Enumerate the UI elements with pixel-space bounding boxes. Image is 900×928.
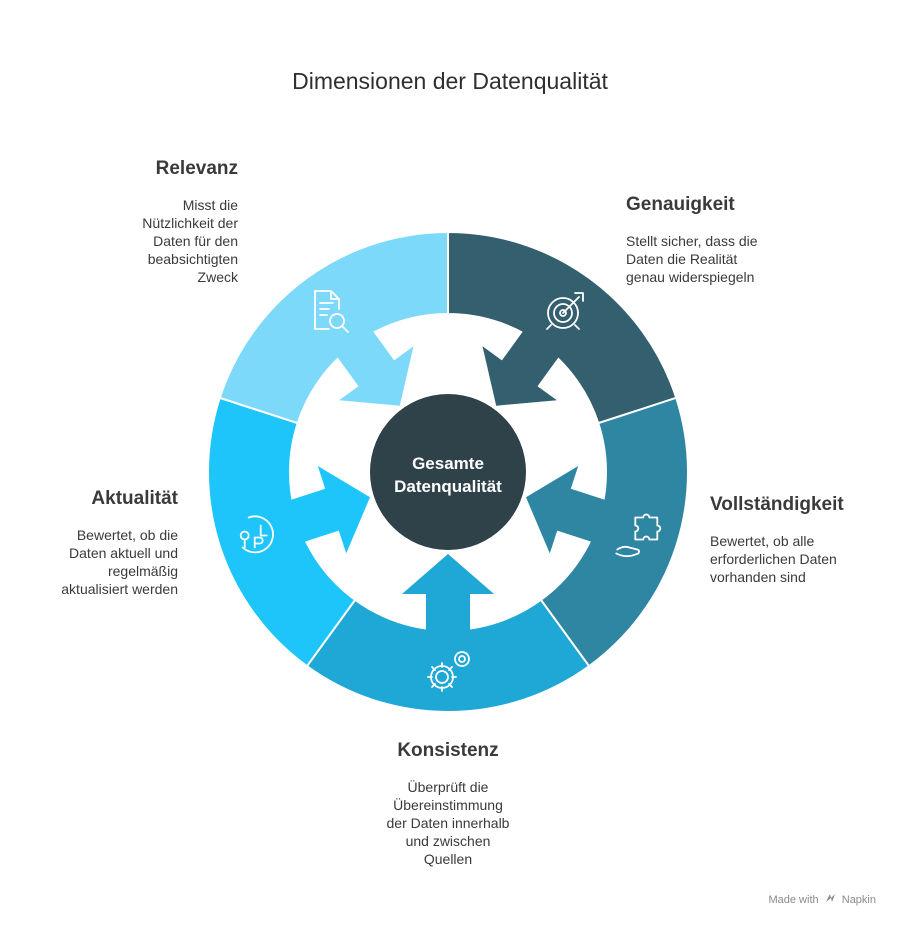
desc-line: Daten aktuell und (69, 545, 178, 561)
desc-line: Misst die (182, 197, 238, 213)
clock-pin-icon (239, 515, 274, 554)
segment-icons (239, 290, 662, 692)
arrow-vollstaendigkeit (526, 466, 607, 554)
desc-line: beabsichtigten (147, 251, 238, 267)
label-relevanz: Relevanz Misst die Nützlichkeit der Date… (60, 158, 238, 286)
label-relevanz-desc: Misst die Nützlichkeit der Daten für den… (60, 196, 238, 286)
ring-segment-konsistenz (305, 598, 591, 713)
arrow-konsistenz (402, 554, 494, 632)
desc-line: Quellen (423, 851, 473, 867)
arrow-genauigkeit (482, 329, 560, 406)
desc-line: Daten die Realität (626, 251, 738, 267)
document-search-icon (314, 290, 349, 333)
center-label-line2: Datenqualität (394, 477, 502, 496)
label-aktualitaet-title: Aktualität (91, 488, 178, 509)
label-genauigkeit-desc: Stellt sicher, dass die Daten die Realit… (626, 232, 856, 286)
desc-line: vorhanden sind (710, 569, 806, 585)
desc-line: Bewertet, ob alle (710, 533, 815, 549)
label-aktualitaet: Aktualität Bewertet, ob die Daten aktuel… (20, 488, 178, 598)
label-vollstaendigkeit-desc: Bewertet, ob alle erforderlichen Daten v… (710, 532, 890, 586)
desc-line: Bewertet, ob die (76, 527, 178, 543)
desc-line: erforderlichen Daten (710, 551, 837, 567)
gears-icon (427, 651, 470, 692)
desc-line: aktualisiert werden (61, 581, 178, 597)
footer-made-with: Made with (768, 894, 819, 906)
desc-line: Überprüft die (407, 779, 489, 795)
label-relevanz-title: Relevanz (155, 158, 238, 179)
label-vollstaendigkeit: Vollständigkeit Bewertet, ob alle erford… (710, 494, 890, 586)
arrow-aktualitaet (289, 466, 370, 554)
footer-credit: Made with Napkin (768, 893, 876, 906)
center-label-line1: Gesamte (412, 454, 484, 473)
label-vollstaendigkeit-title: Vollständigkeit (710, 494, 844, 515)
footer-brand: Napkin (841, 894, 876, 906)
napkin-logo-icon (825, 893, 836, 906)
center-node: Gesamte Datenqualität (370, 394, 526, 550)
ring-segment-aktualitaet (207, 396, 357, 668)
label-konsistenz: Konsistenz Überprüft die Übereinstimmung… (348, 740, 548, 868)
desc-line: Daten für den (153, 233, 238, 249)
label-aktualitaet-desc: Bewertet, ob die Daten aktuell und regel… (20, 526, 178, 598)
label-konsistenz-title: Konsistenz (397, 740, 499, 761)
label-genauigkeit: Genauigkeit Stellt sicher, dass die Date… (626, 194, 856, 286)
desc-line: Stellt sicher, dass die (626, 233, 758, 249)
diagram-title: Dimensionen der Datenqualität (292, 68, 608, 94)
target-icon (546, 292, 584, 330)
desc-line: der Daten innerhalb (386, 815, 510, 831)
desc-line: Nützlichkeit der (142, 215, 238, 231)
desc-line: regelmäßig (107, 563, 178, 579)
ring-segment-vollstaendigkeit (539, 396, 689, 668)
label-konsistenz-desc: Überprüft die Übereinstimmung der Daten … (348, 778, 548, 868)
desc-line: Übereinstimmung (393, 797, 503, 813)
puzzle-hand-icon (615, 513, 662, 558)
desc-line: genau widerspiegeln (626, 269, 755, 285)
desc-line: Zweck (197, 269, 238, 285)
arrow-relevanz (336, 329, 414, 406)
desc-line: und zwischen (405, 833, 491, 849)
label-genauigkeit-title: Genauigkeit (626, 194, 735, 215)
